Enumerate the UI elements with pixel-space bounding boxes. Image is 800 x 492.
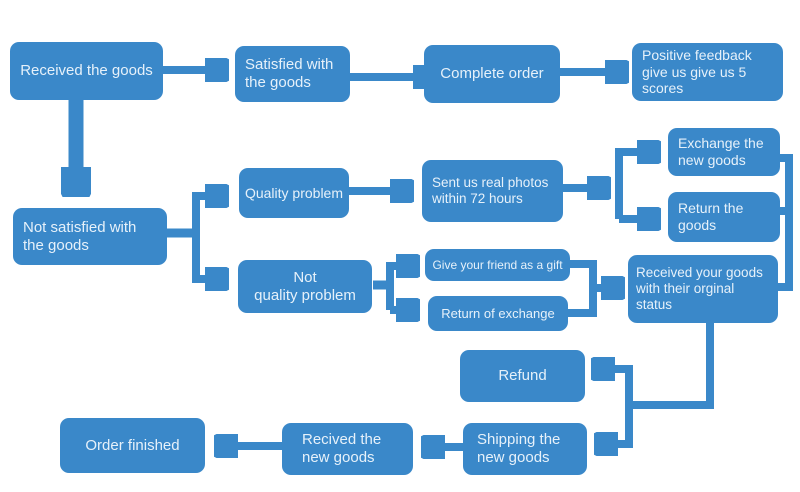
node-complete-order: Complete order — [424, 45, 560, 103]
edge-gift-returnexchange-merge — [568, 260, 597, 317]
node-positive-feedback: Positive feedback give us give us 5 scor… — [632, 43, 783, 101]
node-label: Give your friend as a gift — [432, 257, 563, 272]
edge-receivedoriginal-down-elbow — [629, 322, 714, 409]
node-received-goods: Received the goods — [10, 42, 163, 100]
node-label: Complete order — [440, 65, 544, 83]
node-gift: Give your friend as a gift — [425, 249, 570, 281]
node-label: Satisfied with the goods — [245, 56, 334, 91]
node-label: Return of exchange — [441, 305, 555, 321]
node-shipping-new-goods: Shipping the new goods — [463, 423, 587, 475]
node-refund: Refund — [460, 350, 585, 402]
edge-branch-to-notquality — [192, 234, 229, 279]
node-label: Exchange the new goods — [678, 135, 764, 168]
node-label: Order finished — [85, 436, 180, 454]
node-label: Return the goods — [678, 200, 744, 233]
edge-branch-to-quality — [192, 196, 229, 234]
node-label: Refund — [498, 367, 547, 385]
node-sent-photos: Sent us real photos within 72 hours — [422, 160, 563, 222]
edge-branch-to-exchange — [615, 152, 661, 219]
node-label: Quality problem — [244, 184, 344, 201]
node-label: Not quality problem — [254, 268, 356, 304]
node-label: Positive feedback give us give us 5 scor… — [642, 47, 752, 97]
node-quality-problem: Quality problem — [239, 168, 349, 218]
edge-to-shipping — [594, 405, 633, 444]
node-label: Not satisfied with the goods — [23, 218, 137, 254]
node-received-original-status: Received your goods with their orginal s… — [628, 255, 778, 323]
node-satisfied: Satisfied with the goods — [235, 46, 350, 102]
node-not-satisfied: Not satisfied with the goods — [13, 208, 167, 265]
node-label: Shipping the new goods — [477, 431, 561, 466]
node-return-goods: Return the goods — [668, 192, 780, 242]
node-label: Received your goods with their orginal s… — [636, 265, 763, 312]
edge-to-refund — [591, 369, 633, 405]
node-recived-new-goods: Recived the new goods — [282, 423, 413, 475]
node-label: Received the goods — [20, 62, 153, 80]
node-label: Recived the new goods — [302, 431, 382, 466]
node-label: Sent us real photos within 72 hours — [432, 175, 549, 206]
node-order-finished: Order finished — [60, 418, 205, 473]
node-exchange-new-goods: Exchange the new goods — [668, 128, 780, 176]
node-not-quality-problem: Not quality problem — [238, 260, 372, 313]
edge-branch-to-gift — [386, 266, 420, 310]
node-return-of-exchange: Return of exchange — [428, 296, 568, 331]
